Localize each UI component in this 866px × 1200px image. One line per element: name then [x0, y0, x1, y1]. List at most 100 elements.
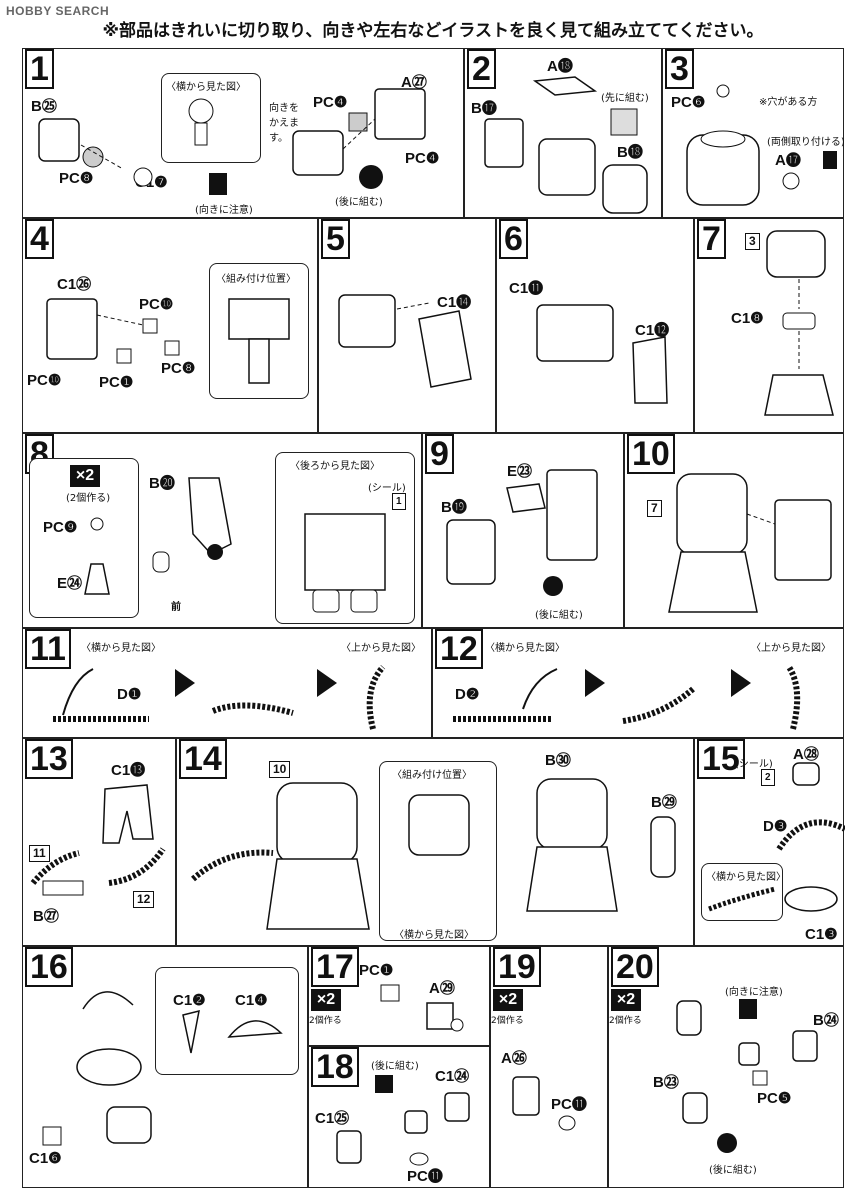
step-number: 19 [493, 947, 541, 987]
step-15-panel: 15 A㉘ (シール) 2 D❸ 〈横から見た図〉 C1❸ [694, 738, 845, 946]
step-13-illustration [30, 784, 166, 896]
step-4-panel: 4 C1㉖ PC❿ PC❽ PC❿ PC❶ 〈組み付け位置〉 [22, 218, 318, 433]
note: 向きを かえます。 [269, 103, 299, 144]
step-number: 14 [179, 739, 227, 779]
step-16-panel: 16 C1❷ C1❹ C1❻ [22, 946, 308, 1188]
part-label: PC❹ [313, 94, 348, 111]
step-18-panel: 18 (後に組む) C1㉔ C1㉕ PC⓫ [308, 1046, 490, 1188]
step-number: 20 [611, 947, 659, 987]
step-17-panel: 17 ×2 2個作る PC❶ A㉙ [308, 946, 490, 1046]
part-label: A㉙ [429, 980, 455, 997]
step-number: 11 [25, 629, 71, 669]
step-11-illustration [53, 664, 386, 730]
step-reference: 11 [29, 845, 50, 862]
step-6-panel: 6 C1⓫ C1⓬ [496, 218, 694, 433]
part-label: B㉗ [33, 908, 59, 925]
step-number: 2 [467, 49, 496, 89]
part-label: PC❿ [27, 372, 62, 389]
step-4-illustration [46, 298, 290, 384]
step-8-panel: 8 ×2 (2個作る) B⓴ PC❾ E㉔ 前 〈後ろから見た図〉 (シール) … [22, 433, 422, 628]
step-5-panel: 5 C1⓮ [318, 218, 496, 433]
note: (先に組む) [601, 93, 649, 104]
part-label: C1⓭ [111, 762, 146, 779]
part-label: C1❸ [805, 926, 838, 943]
step-11-panel: 11 〈横から見た図〉 〈上から見た図〉 D❶ [22, 628, 432, 738]
next-arrow-icon [175, 669, 195, 697]
step-2-panel: 2 A⓲ B⓱ B⓲ (先に組む) [464, 48, 662, 218]
step-10-panel: 10 7 [624, 433, 844, 628]
part-label: PC❺ [757, 1090, 792, 1107]
note: 2個作る [309, 1016, 342, 1026]
part-label: PC⓫ [407, 1168, 443, 1185]
step-number: 12 [435, 629, 483, 669]
make-two-badge: ×2 [611, 989, 641, 1011]
part-label: PC❹ [405, 150, 440, 167]
part-label: B㉙ [651, 794, 677, 811]
step-number: 1 [25, 49, 54, 89]
sticker-number: 1 [392, 493, 406, 510]
step-10-illustration [668, 473, 832, 613]
part-label: C1⓫ [509, 280, 544, 297]
next-arrow-icon [317, 669, 337, 697]
next-arrow-icon [585, 669, 605, 697]
part-label: B⓳ [441, 499, 467, 516]
part-label: PC❶ [99, 374, 134, 391]
step-19-illustration [512, 1076, 576, 1131]
step-14-panel: 14 10 〈組み付け位置〉 〈横から見た図〉 B㉚ B㉙ [176, 738, 694, 946]
step-9-illustration [446, 469, 598, 596]
step-18-illustration [336, 1075, 470, 1166]
part-label: PC❶ [359, 962, 394, 979]
step-17-illustration [380, 984, 464, 1032]
step-9-panel: 9 E㉓ B⓳ (後に組む) [422, 433, 624, 628]
part-label: A㉗ [401, 74, 427, 91]
step-reference: 10 [269, 761, 291, 778]
step-5-illustration [338, 294, 472, 388]
part-label: B㉔ [813, 1012, 839, 1029]
note: 〈組み付け位置〉 [216, 274, 296, 285]
part-label: C1㉕ [315, 1110, 350, 1127]
note: ※穴がある方 [759, 97, 818, 108]
part-label: C1㉖ [57, 276, 92, 293]
part-label: B㉓ [653, 1074, 679, 1091]
note: 〈横から見た図〉 [394, 930, 474, 941]
note: (向きに注意) [195, 205, 253, 216]
note: (後に組む) [371, 1061, 419, 1072]
step-14-illustration [191, 778, 676, 930]
step-number: 5 [321, 219, 350, 259]
note: (向きに注意) [725, 987, 783, 998]
step-number: 13 [25, 739, 73, 779]
step-1-panel: 1 B㉕ PC❽ C1❼ PC❹ A㉗ PC❹ 〈横から見た図〉 向きを かえま… [22, 48, 464, 218]
step-3-panel: 3 PC❻ A⓱ ※穴がある方 (両側取り付ける) [662, 48, 845, 218]
step-number: 17 [311, 947, 359, 987]
part-label: B⓴ [149, 475, 175, 492]
part-label: PC❽ [161, 360, 196, 377]
part-label: E㉓ [507, 463, 533, 480]
step-19-panel: 19 ×2 2個作る A㉖ PC⓫ [490, 946, 608, 1188]
part-label: B⓱ [471, 100, 497, 117]
part-label: D❶ [117, 686, 142, 703]
step-number: 15 [697, 739, 745, 779]
part-label: PC❾ [43, 519, 78, 536]
part-label: C1❹ [235, 992, 268, 1009]
part-label: B㉕ [31, 98, 57, 115]
step-15-illustration [708, 762, 845, 912]
page-title: ※部品はきれいに切り取り、向きや左右などイラストを良く見て組み立ててください。 [102, 21, 764, 41]
step-16-illustration [42, 991, 283, 1146]
make-two-badge: ×2 [70, 465, 100, 487]
sticker-number: 2 [761, 769, 775, 786]
note: 〈横から見た図〉 [706, 872, 786, 883]
part-label: A㉘ [793, 746, 819, 763]
part-label: C1❷ [173, 992, 206, 1009]
watermark: HOBBY SEARCH [6, 4, 110, 18]
step-reference: 7 [647, 500, 662, 517]
note: (後に組む) [709, 1165, 757, 1176]
part-label: B⓲ [617, 144, 643, 161]
step-number: 6 [499, 219, 528, 259]
note: (シール) [735, 759, 773, 770]
note: 〈上から見た図〉 [341, 643, 421, 654]
note: 2個作る [609, 1016, 642, 1026]
step-6-illustration [536, 304, 668, 404]
part-label: C1⓮ [437, 294, 472, 311]
part-label: C1⓬ [635, 322, 670, 339]
step-number: 3 [665, 49, 694, 89]
